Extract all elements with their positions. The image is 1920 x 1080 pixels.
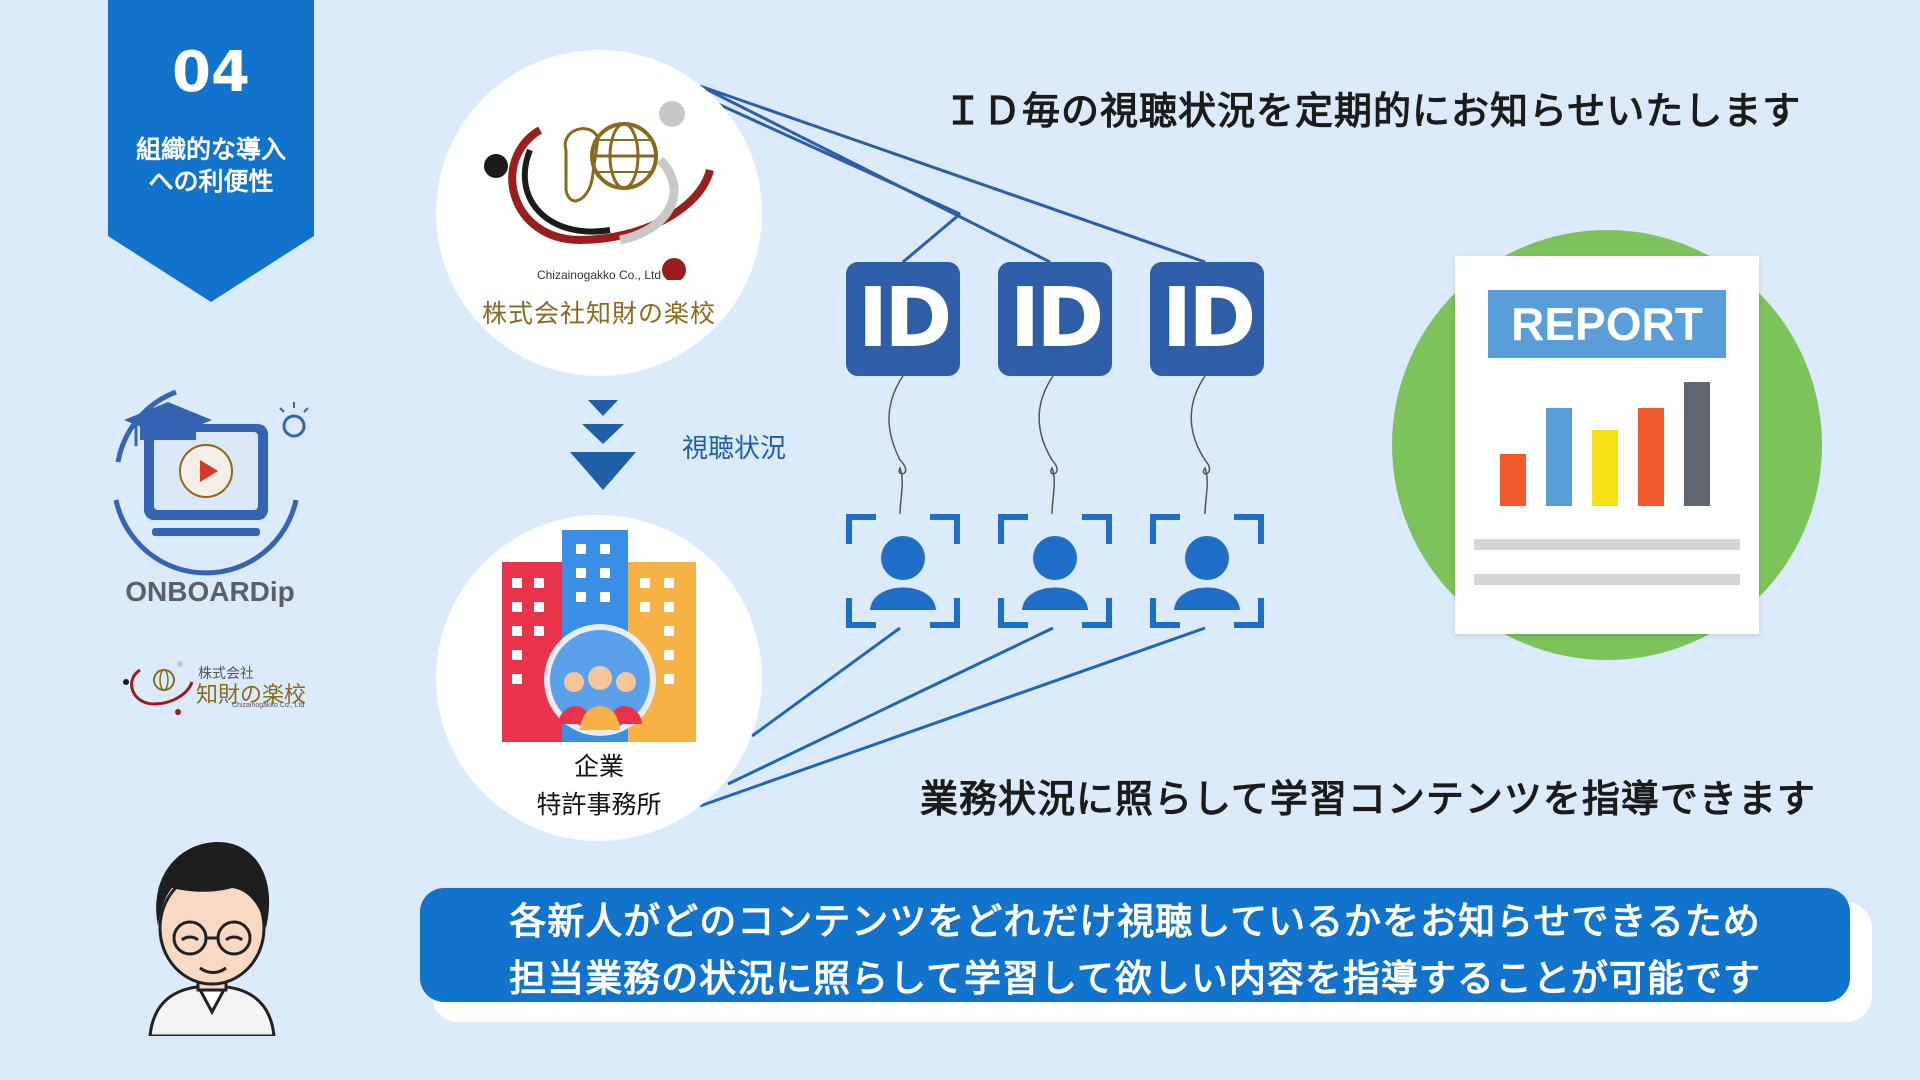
user-icon: [998, 514, 1112, 628]
client-label: 企業 特許事務所: [536, 752, 662, 819]
message-line-2: 担当業務の状況に照らして学習して欲しい内容を指導することが可能です: [509, 957, 1761, 1000]
company-logo-circle: [436, 50, 762, 376]
headline-top: ＩＤ毎の視聴状況を定期的にお知らせいたします: [944, 89, 1802, 133]
message-box: [420, 888, 1850, 1002]
user-icon: [1150, 514, 1264, 628]
company-emblem-icon: [484, 101, 714, 280]
company-name-jp: 株式会社知財の楽校: [481, 299, 716, 328]
small-logo-line2: 知財の楽校: [196, 683, 307, 708]
id-badge-1: ID: [846, 262, 960, 376]
report-bar-chart-icon: [1500, 382, 1710, 506]
id-badge-3: ID: [1150, 262, 1264, 376]
report-bar: [1638, 408, 1664, 506]
report-bar: [1592, 430, 1618, 506]
message-line-1: 各新人がどのコンテンツをどれだけ視聴しているかをお知らせできるため: [509, 900, 1761, 943]
down-arrow-icon: [570, 400, 636, 490]
user-icon: [846, 514, 960, 628]
headline-mid: 業務状況に照らして学習コンテンツを指導できます: [920, 777, 1816, 821]
small-company-emblem-icon: [123, 661, 194, 715]
report-text-line: [1474, 574, 1740, 585]
onboard-logo-icon: [112, 382, 309, 576]
id-badge-2: ID: [998, 262, 1112, 376]
presenter-avatar: [148, 842, 276, 1036]
report-bar: [1500, 454, 1526, 506]
section-title: 組織的な導入 への利便性: [135, 135, 286, 196]
section-number: 04: [172, 40, 250, 105]
office-buildings-icon: [502, 530, 696, 742]
section-badge: [108, 0, 314, 302]
message-text: 各新人がどのコンテンツをどれだけ視聴しているかをお知らせできるため 担当業務の状…: [420, 893, 1850, 1007]
report-bar: [1684, 382, 1710, 506]
onboard-logo-text: ONBOARDip: [125, 576, 295, 607]
report-bar: [1546, 408, 1572, 506]
report-title: REPORT: [1488, 290, 1726, 358]
company-name-en: Chizainogakko Co., Ltd: [536, 268, 662, 282]
small-logo-en: Chizainogakko Co., Ltd: [232, 702, 305, 709]
flow-label: 視聴状況: [682, 434, 787, 464]
report-text-line: [1474, 539, 1740, 550]
small-logo-line1: 株式会社: [198, 666, 254, 682]
